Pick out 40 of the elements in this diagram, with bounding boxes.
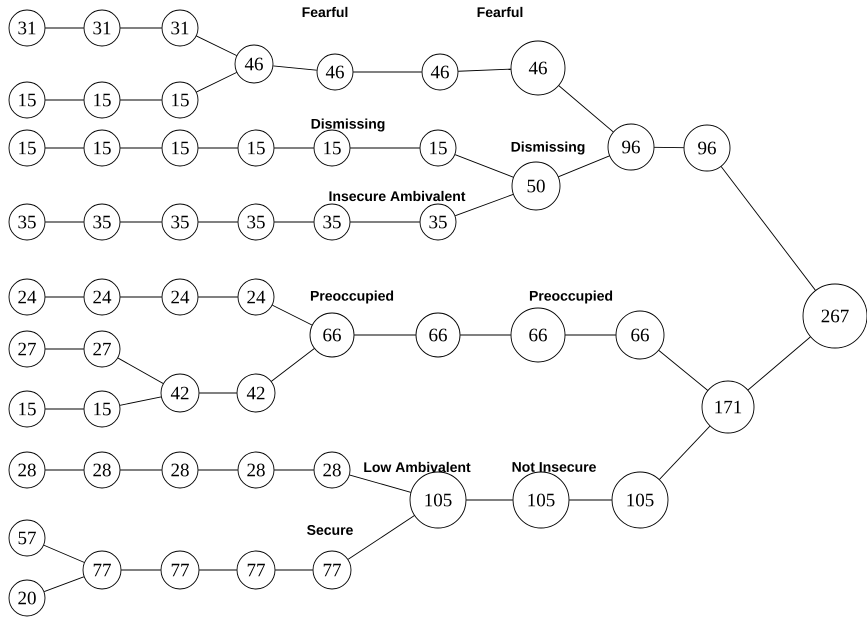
group-label: Secure: [307, 525, 353, 535]
connector-line: [654, 146, 684, 148]
group-label: Low Ambivalent: [364, 462, 470, 472]
connector-line: [120, 396, 162, 406]
connector-line: [565, 334, 616, 336]
group-label: Fearful: [478, 6, 522, 18]
connector-line: [271, 348, 315, 382]
connector-line: [454, 194, 514, 216]
connector-line: [348, 515, 415, 560]
connector-line: [196, 36, 237, 56]
connector-line: [44, 544, 85, 563]
connector-line: [45, 348, 84, 350]
connector-line: [349, 474, 412, 493]
connector-line: [45, 296, 84, 298]
group-label: Dismissing: [312, 118, 384, 132]
connector-line: [44, 576, 84, 592]
connector-line: [120, 296, 162, 298]
connector-line: [558, 85, 614, 132]
connector-line: [458, 68, 512, 72]
connector-line: [720, 166, 816, 291]
connector-line: [199, 392, 237, 394]
connector-line: [354, 334, 416, 336]
connector-line: [659, 426, 710, 480]
group-label: Not Insecure: [512, 462, 596, 472]
connector-line: [118, 358, 164, 384]
connector-line: [748, 336, 811, 390]
connector-line: [272, 65, 318, 71]
connector-line: [558, 155, 610, 178]
connector-line: [272, 304, 312, 326]
group-label: Dismissing: [512, 141, 584, 155]
connector-line: [198, 296, 238, 298]
connector-line: [658, 350, 708, 391]
connector-line: [196, 72, 237, 92]
group-label: Preoccupied: [310, 290, 394, 304]
group-label: Insecure Ambivalent: [329, 190, 466, 202]
connector-line: [45, 408, 84, 410]
connector-line: [460, 334, 511, 336]
connector-line: [454, 154, 514, 178]
group-label: Preoccupied: [530, 290, 612, 304]
group-label: Fearful: [302, 6, 348, 18]
